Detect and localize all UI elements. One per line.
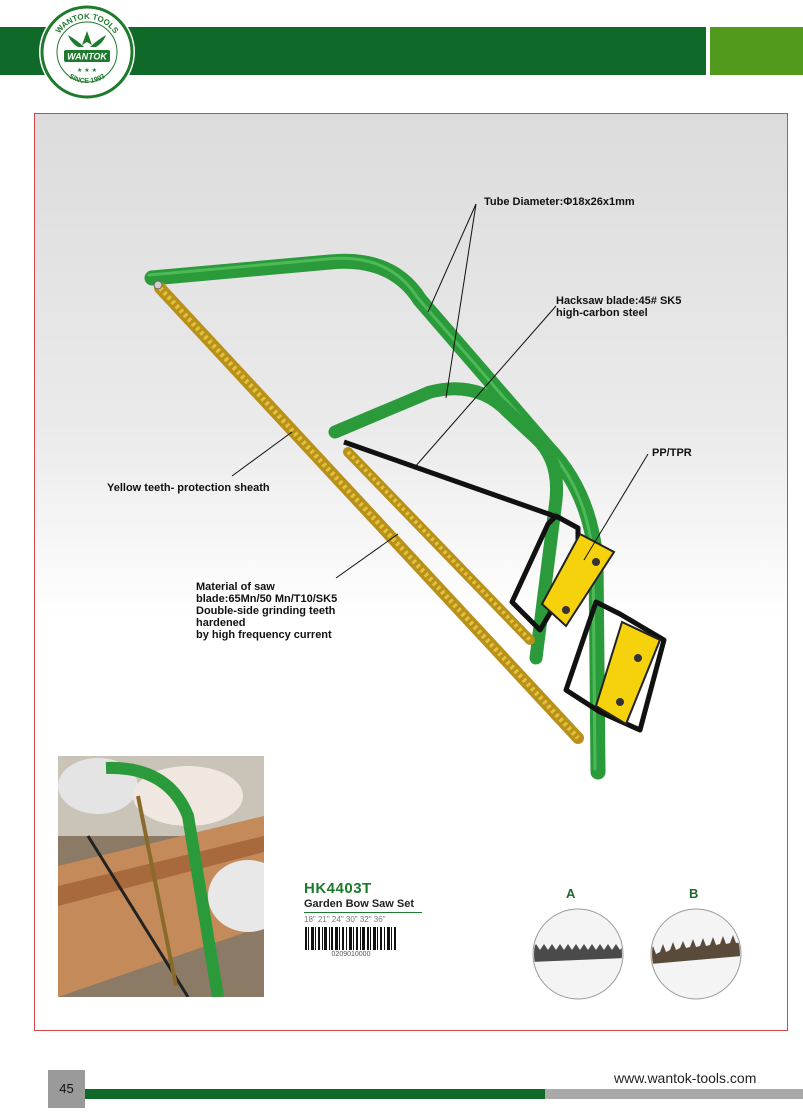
sheath-label: Yellow teeth- protection sheath: [107, 482, 270, 494]
tooth-detail-a: [532, 908, 624, 1000]
handle-material-label: PP/TPR: [652, 447, 692, 459]
website-url: www.wantok-tools.com: [614, 1070, 757, 1086]
model-underline: [304, 912, 422, 913]
blade-material-label-5: by high frequency current: [196, 629, 332, 641]
logo-brand: WANTOK: [67, 52, 108, 62]
size-list: 18" 21" 24" 30" 32" 36": [304, 915, 386, 924]
blade-material-label-4: hardened: [196, 617, 246, 629]
blade-material-label-1: Material of saw: [196, 581, 275, 593]
wantok-logo: WANTOK TOOLS SINCE 1993 WANTOK ★ ★ ★: [39, 4, 135, 100]
page-number: 45: [48, 1070, 85, 1108]
barcode-number: 0209010000: [331, 951, 371, 958]
hacksaw-blade-label-2: high-carbon steel: [556, 307, 648, 319]
usage-photo: [58, 756, 264, 997]
footer-bar-green: [85, 1089, 545, 1099]
header-accent: [710, 27, 803, 75]
hacksaw-blade-label-1: Hacksaw blade:45# SK5: [556, 295, 682, 307]
blade-material-label-3: Double-side grinding teeth: [196, 605, 336, 617]
product-name: Garden Bow Saw Set: [304, 898, 415, 910]
model-number: HK4403T: [304, 880, 372, 897]
footer-bar-gray: [545, 1089, 803, 1099]
detail-label-a: A: [566, 886, 576, 901]
tooth-detail-b: [650, 908, 742, 1000]
logo-stars: ★ ★ ★: [77, 67, 97, 74]
barcode: [304, 927, 398, 950]
detail-label-b: B: [689, 886, 699, 901]
blade-material-label-2: blade:65Mn/50 Mn/T10/SK5: [196, 593, 338, 605]
tube-diameter-label: Tube Diameter:Φ18x26x1mm: [484, 196, 635, 208]
